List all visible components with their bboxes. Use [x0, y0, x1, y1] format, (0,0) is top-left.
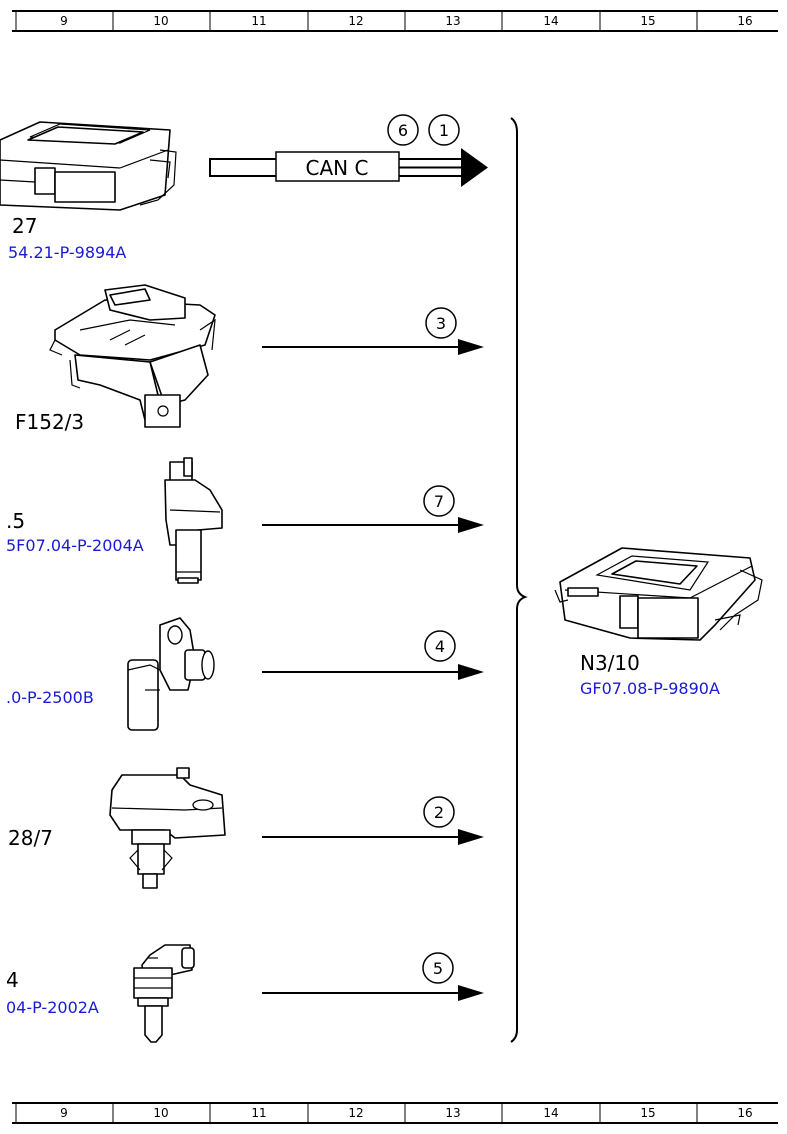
ruler-col-12: 12 — [348, 1106, 363, 1120]
signal-number: 6 — [398, 121, 408, 140]
signal-circle — [424, 630, 456, 662]
ruler-col-11: 11 — [251, 1106, 266, 1120]
signal-circle — [423, 796, 455, 828]
ruler-col-9: 9 — [60, 14, 68, 28]
component-ref-link[interactable]: 54.21-P-9894A — [8, 243, 126, 262]
signal-circle — [423, 485, 455, 517]
ruler-col-10: 10 — [153, 14, 168, 28]
pressure-sensor-icon — [109, 767, 226, 889]
signal-arrow-head — [458, 339, 484, 355]
component-ref-link[interactable]: .0-P-2500B — [6, 688, 94, 707]
signal-circle — [422, 952, 454, 984]
control-unit-icon — [0, 121, 177, 211]
ruler-col-15: 15 — [640, 1106, 655, 1120]
signal-arrow-head — [458, 985, 484, 1001]
control-unit-icon — [554, 547, 763, 641]
signal-circle — [387, 114, 419, 146]
signal-arrow-head — [458, 664, 484, 680]
ruler-col-13: 13 — [445, 14, 460, 28]
signal-arrow-head — [458, 517, 484, 533]
speed-sensor-icon — [164, 457, 223, 584]
signal-number: 3 — [436, 314, 446, 333]
ruler-col-9: 9 — [60, 1106, 68, 1120]
can-bus-label: CAN C — [306, 156, 369, 180]
temperature-sensor-icon — [133, 944, 195, 1043]
signal-number: 1 — [439, 121, 449, 140]
signal-arrow-head — [458, 829, 484, 845]
camshaft-sensor-icon — [127, 617, 215, 731]
component-code: .5 — [6, 509, 25, 533]
component-code: 28/7 — [8, 826, 53, 850]
top-ruler: 9 10 11 12 13 14 15 16 — [12, 10, 778, 32]
component-ref-link[interactable]: 04-P-2002A — [6, 998, 99, 1017]
ruler-col-10: 10 — [153, 1106, 168, 1120]
can-bus-arrow — [209, 148, 488, 187]
grouping-brace — [510, 117, 528, 1043]
component-ref-link[interactable]: 5F07.04-P-2004A — [6, 536, 144, 555]
signal-circle — [428, 114, 460, 146]
ruler-col-15: 15 — [640, 14, 655, 28]
bottom-ruler: 9 10 11 12 13 14 15 16 — [12, 1102, 778, 1124]
ruler-col-11: 11 — [251, 14, 266, 28]
ruler-col-14: 14 — [543, 1106, 558, 1120]
ruler-col-13: 13 — [445, 1106, 460, 1120]
signal-circle — [425, 307, 457, 339]
target-component-code: N3/10 — [580, 651, 640, 675]
ruler-col-12: 12 — [348, 14, 363, 28]
fuse-relay-module-icon — [49, 284, 216, 428]
ruler-col-16: 16 — [737, 14, 752, 28]
ruler-col-14: 14 — [543, 14, 558, 28]
target-component-ref-link[interactable]: GF07.08-P-9890A — [580, 679, 720, 698]
signal-number: 2 — [434, 803, 444, 822]
component-code: F152/3 — [15, 410, 84, 434]
signal-number: 5 — [433, 959, 443, 978]
ruler-col-16: 16 — [737, 1106, 752, 1120]
signal-number: 4 — [435, 637, 445, 656]
component-code: 4 — [6, 968, 19, 992]
component-code: 27 — [12, 214, 37, 238]
signal-number: 7 — [434, 492, 444, 511]
